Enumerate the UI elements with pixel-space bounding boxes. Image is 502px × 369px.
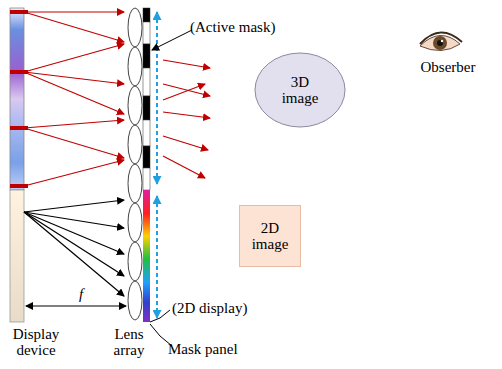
lens (128, 164, 142, 203)
lens (128, 203, 142, 242)
part-label: Mask panel (168, 342, 258, 358)
part-label: Display device (4, 327, 68, 359)
mask-panel (143, 8, 150, 190)
light-ray (24, 212, 124, 228)
mask-label: (Active mask) (190, 20, 300, 36)
mask-cell (143, 168, 150, 190)
2d-display-leader (150, 310, 170, 322)
lens (128, 8, 142, 47)
node-text: 2D image (245, 220, 295, 253)
mask-2d-display (143, 190, 150, 322)
ellipse-shape (255, 53, 345, 127)
light-ray (163, 84, 205, 100)
observer-label: Obserber (408, 60, 488, 76)
2d-image-box: 2D image (239, 205, 301, 267)
part-label: Lens array (104, 327, 154, 359)
mask-cell (143, 146, 150, 168)
light-ray (24, 120, 124, 128)
display-2d-region (10, 190, 24, 322)
pixel-mark (10, 126, 28, 130)
mask-cell (143, 120, 150, 146)
light-ray (24, 12, 124, 42)
light-ray (163, 60, 210, 68)
light-ray (24, 128, 124, 158)
display-range-arrow (156, 196, 158, 318)
mask-cell (143, 8, 150, 22)
light-ray (24, 72, 124, 114)
mask-cell (143, 96, 150, 120)
display-3d-region (10, 8, 24, 190)
light-ray (163, 112, 210, 118)
pixel-mark (10, 184, 28, 188)
mask-cell (143, 44, 150, 68)
pixel-mark (10, 10, 28, 14)
mask-cell (143, 68, 150, 96)
lens (128, 125, 142, 164)
light-ray (24, 160, 124, 186)
light-ray (24, 44, 124, 72)
lens (128, 86, 142, 125)
display-label: (2D display) (172, 301, 272, 317)
lens (128, 242, 142, 281)
light-ray (24, 212, 124, 296)
light-ray (24, 11, 124, 12)
pixel-mark (10, 70, 28, 74)
lens (128, 47, 142, 86)
active-range-arrow (156, 12, 158, 184)
light-ray (24, 212, 124, 276)
light-ray (24, 200, 124, 212)
3d-image-ellipse: 3D image (254, 52, 346, 128)
eye-icon (420, 32, 462, 50)
node-text: 3D image (275, 74, 325, 107)
light-ray (163, 84, 210, 96)
light-ray (163, 136, 208, 150)
rect-shape (240, 206, 301, 267)
light-ray (163, 156, 205, 178)
focal-label: f (74, 287, 88, 303)
active-mask-leader (152, 30, 192, 50)
light-rays (10, 10, 210, 296)
mask-cell (143, 22, 150, 44)
focal-length-arrow (26, 306, 126, 307)
lens-array (128, 8, 142, 320)
lens (128, 281, 142, 320)
light-ray (24, 212, 124, 254)
